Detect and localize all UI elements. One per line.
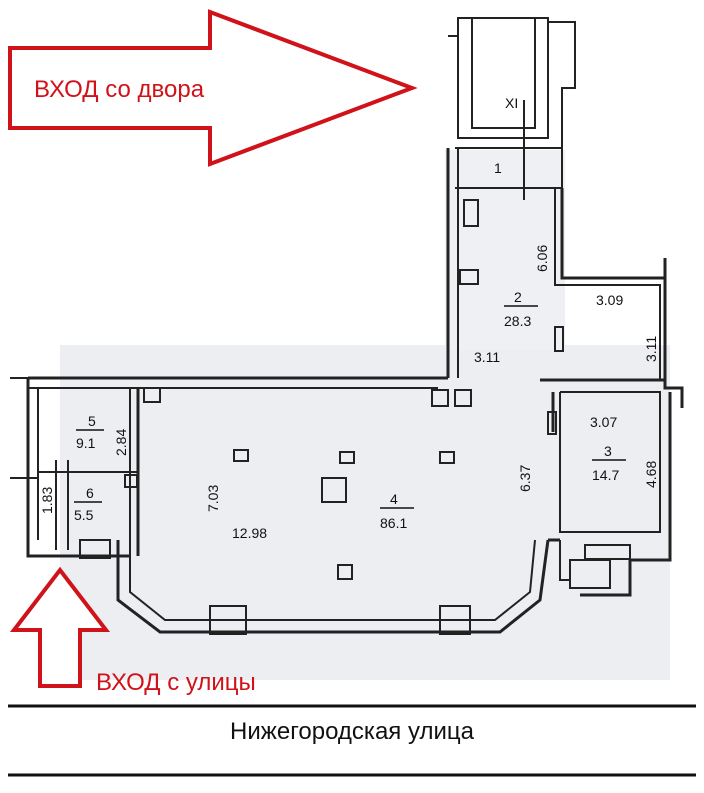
dim-4-68: 4.68	[643, 461, 659, 488]
dim-3-09: 3.09	[596, 292, 623, 308]
dim-3-11-left: 3.11	[474, 349, 500, 365]
room-4-number: 4	[390, 491, 398, 507]
walls	[26, 17, 684, 634]
room-1-number: 1	[494, 160, 502, 176]
dim-3-07: 3.07	[590, 414, 617, 430]
dim-1-83: 1.83	[39, 487, 55, 514]
dim-3-11-right: 3.11	[643, 336, 659, 362]
columns	[79, 199, 631, 635]
street-entrance-arrow-icon	[9, 566, 111, 688]
dim-7-03: 7.03	[205, 485, 221, 512]
room-4-area: 86.1	[380, 515, 407, 531]
room-xi-number: XI	[505, 95, 518, 111]
dim-2-84: 2.84	[113, 429, 129, 456]
room-2-area: 28.3	[504, 313, 531, 329]
room-5-number: 5	[88, 413, 96, 429]
yard-entrance-arrow-icon	[8, 9, 418, 167]
street-entrance-label: ВХОД с улицы	[96, 669, 256, 696]
room-6-area: 5.5	[74, 507, 94, 523]
dim-12-98: 12.98	[232, 525, 267, 541]
door-lines	[10, 100, 525, 550]
room-6-number: 6	[86, 485, 94, 501]
plan-shading	[60, 345, 670, 680]
room-5-area: 9.1	[76, 435, 96, 451]
room-3-area: 14.7	[592, 467, 619, 483]
dim-6-06: 6.06	[534, 245, 550, 272]
room-3-number: 3	[604, 443, 612, 459]
plan-shading-upper	[445, 150, 565, 350]
yard-entrance-label: ВХОД со двора	[34, 76, 205, 103]
room-2-number: 2	[514, 289, 522, 305]
dim-6-37: 6.37	[517, 465, 533, 492]
street-name: Нижегородская улица	[230, 718, 474, 745]
